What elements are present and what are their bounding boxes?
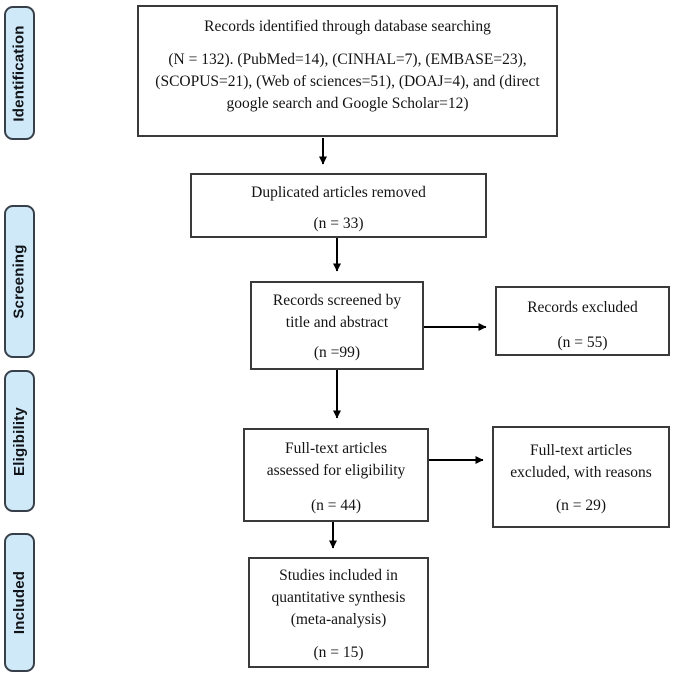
stage-included: Included: [4, 533, 35, 672]
records-identified-detail-line: (N = 132). (PubMed=14), (CINHAL=7), (EMB…: [168, 51, 527, 68]
studies-included-label: (meta-analysis): [290, 611, 387, 628]
box-records-excluded: Records excluded (n = 55): [495, 286, 670, 356]
stage-included-label: Included: [11, 570, 28, 635]
records-screened-count: (n =99): [313, 344, 361, 361]
box-fulltext-excluded: Full-text articles excluded, with reason…: [492, 426, 670, 528]
box-records-screened: Records screened by title and abstract (…: [250, 281, 424, 370]
duplicates-removed-count: (n = 33): [313, 215, 364, 232]
records-screened-label: Records screened by: [272, 292, 402, 309]
box-fulltext-assessed: Full-text articles assessed for eligibil…: [243, 428, 429, 522]
fulltext-assessed-label: Full-text articles: [284, 440, 387, 457]
box-studies-included: Studies included in quantitative synthes…: [248, 557, 429, 668]
stage-eligibility: Eligibility: [4, 370, 35, 512]
records-identified-detail-line: (SCOPUS=21), (Web of sciences=51), (DOAJ…: [155, 73, 540, 90]
fulltext-assessed-count: (n = 44): [310, 497, 362, 514]
stage-identification-label: Identification: [11, 24, 29, 122]
records-excluded-label: Records excluded: [527, 299, 638, 316]
stage-identification: Identification: [4, 6, 35, 140]
records-screened-label: title and abstract: [285, 314, 389, 331]
studies-included-label: Studies included in: [279, 567, 398, 584]
duplicates-removed-label: Duplicated articles removed: [251, 184, 426, 201]
box-records-identified: Records identified through database sear…: [137, 5, 558, 137]
studies-included-label: quantitative synthesis: [271, 589, 406, 606]
records-identified-detail-line: google search and Google Scholar=12): [226, 95, 469, 112]
stage-eligibility-label: Eligibility: [11, 406, 28, 476]
records-excluded-count: (n = 55): [557, 334, 608, 351]
box-duplicates-removed: Duplicated articles removed (n = 33): [190, 173, 487, 238]
fulltext-excluded-label: Full-text articles: [529, 442, 632, 459]
records-identified-title: Records identified through database sear…: [204, 18, 491, 35]
stage-screening-label: Screening: [11, 244, 29, 319]
fulltext-assessed-label: assessed for eligibility: [266, 462, 406, 479]
fulltext-excluded-count: (n = 29): [555, 497, 607, 514]
studies-included-count: (n = 15): [313, 644, 364, 661]
fulltext-excluded-label: excluded, with reasons: [510, 464, 652, 481]
stage-screening: Screening: [4, 205, 35, 358]
